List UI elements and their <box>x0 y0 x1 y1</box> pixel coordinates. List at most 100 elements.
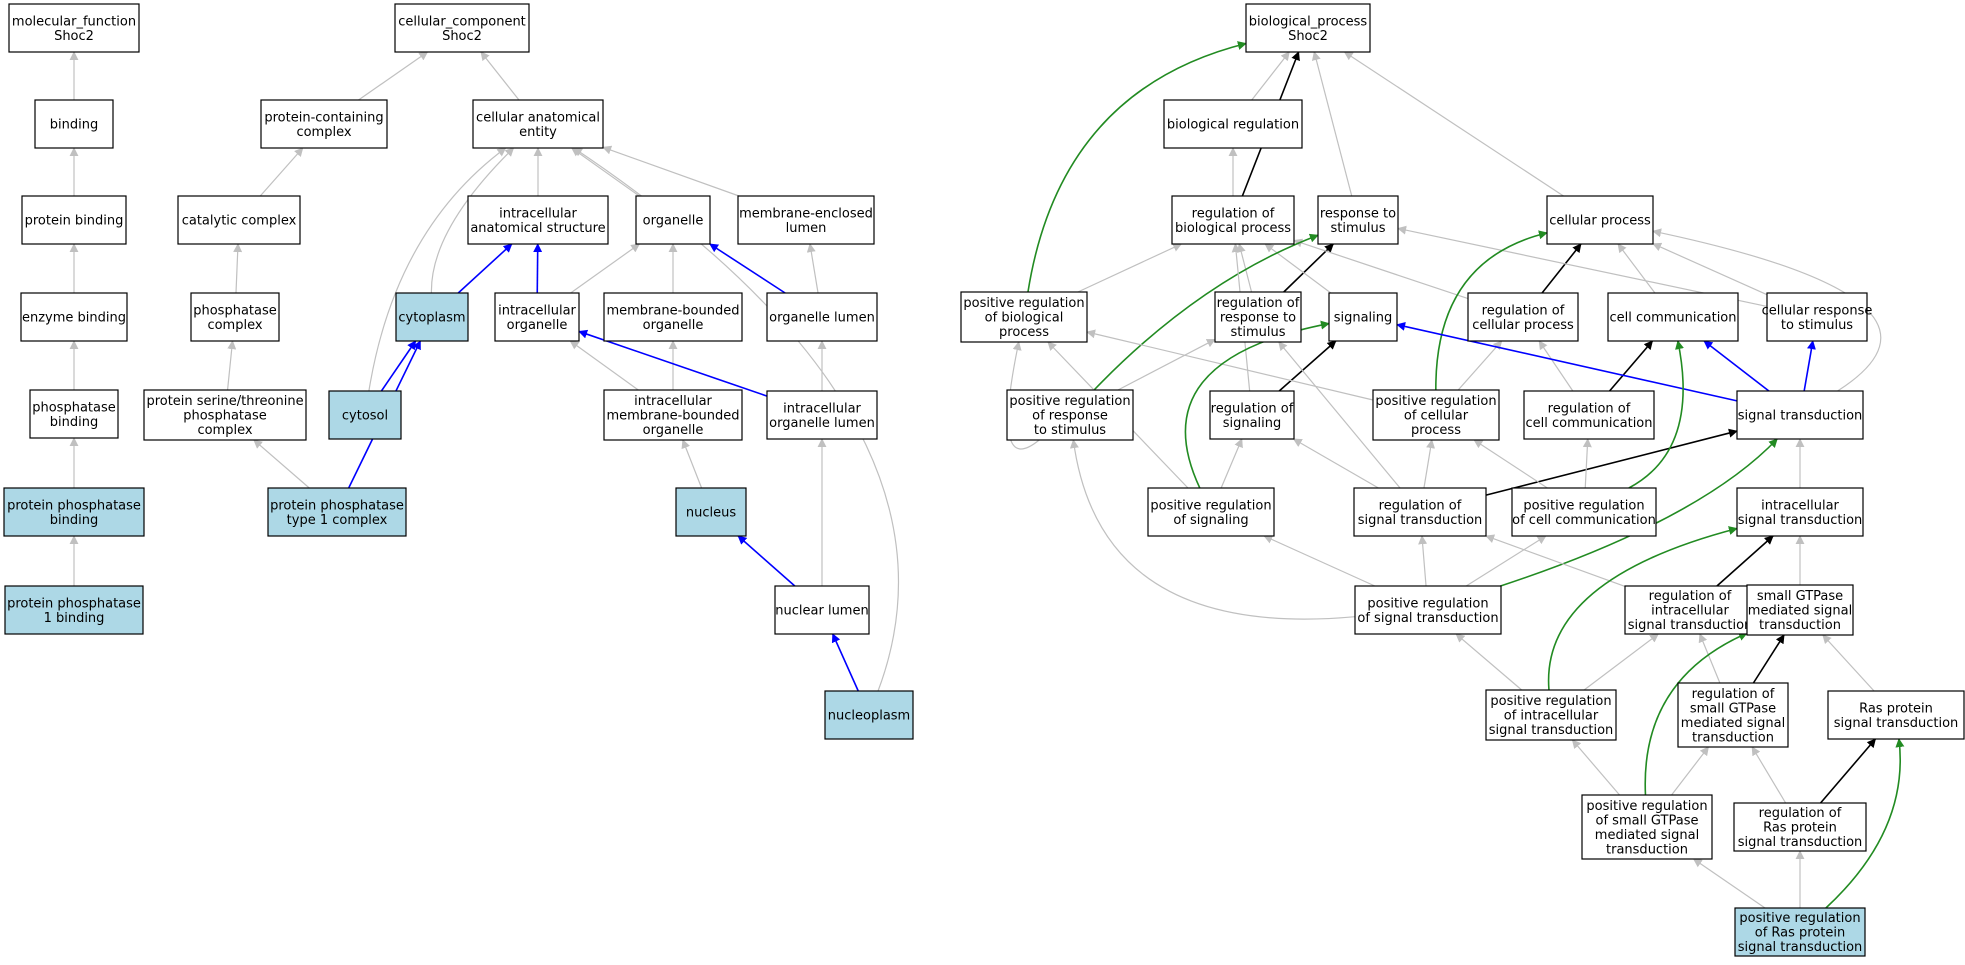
edge-regulates <box>1608 340 1654 392</box>
term-box <box>960 291 1088 343</box>
edge-is-a <box>602 145 740 197</box>
edge-is-a <box>1582 438 1592 489</box>
edge-is-a <box>430 147 515 294</box>
term-box <box>34 99 114 149</box>
term-box <box>1467 292 1579 342</box>
term-node-organelle-lumen: organelle lumen <box>766 292 878 342</box>
edge-is-a <box>1423 439 1436 489</box>
term-label-line: transduction <box>1692 730 1774 745</box>
term-label-line: regulation of <box>1192 206 1275 221</box>
term-label-line: positive regulation <box>1490 694 1611 709</box>
term-label-line: type 1 complex <box>287 513 388 528</box>
edge-is-a <box>1278 341 1401 489</box>
edge-positively-regulates <box>1547 526 1738 691</box>
term-box <box>1546 195 1654 245</box>
edge-part-of <box>831 633 859 692</box>
term-box <box>635 195 711 245</box>
term-label-line: small GTPase <box>1757 589 1843 604</box>
term-label-line: small GTPase <box>1690 701 1776 716</box>
edge-regulates <box>1278 340 1337 392</box>
term-label-line: complex <box>197 423 252 438</box>
term-label-line: nucleoplasm <box>828 709 910 724</box>
term-label-line: organelle lumen <box>769 416 875 431</box>
term-label-line: positive regulation <box>1367 596 1488 611</box>
term-box <box>1163 99 1303 149</box>
edge-is-a <box>1220 438 1243 489</box>
term-label-line: signal transduction <box>1738 513 1863 528</box>
term-label-line: signal transduction <box>1628 618 1753 633</box>
edge-part-of <box>578 329 768 397</box>
term-label-line: protein phosphatase <box>7 596 141 611</box>
term-label-line: positive regulation <box>1009 394 1130 409</box>
term-box <box>1736 390 1864 440</box>
term-label-line: signal transduction <box>1738 835 1863 850</box>
edge-is-a <box>1455 633 1523 691</box>
term-box <box>1354 585 1502 635</box>
edge-is-a <box>1292 438 1379 489</box>
term-node-cytoplasm: cytoplasm <box>395 292 469 342</box>
term-label-line: positive regulation <box>1375 394 1496 409</box>
edge-is-a <box>1117 338 1216 391</box>
edge-part-of <box>1396 322 1738 402</box>
term-label-line: regulation of <box>1211 401 1294 416</box>
term-label-line: signaling <box>1223 416 1282 431</box>
term-label-line: signal transduction <box>1489 723 1614 738</box>
term-box <box>1372 389 1500 441</box>
edge-is-a <box>570 243 641 294</box>
edge-is-a <box>1473 439 1548 489</box>
term-box <box>190 292 280 342</box>
term-label-line: of biological <box>985 311 1064 326</box>
term-label-line: positive regulation <box>963 296 1084 311</box>
term-box <box>8 3 140 53</box>
edge-is-a <box>1311 51 1353 197</box>
edge-part-of <box>533 243 543 294</box>
term-label-line: Shoc2 <box>1288 29 1328 44</box>
edge-part-of <box>380 340 417 392</box>
term-box <box>1746 584 1854 636</box>
term-label-line: of Ras protein <box>1755 926 1846 941</box>
term-box <box>394 3 530 53</box>
term-node-cell-communication: cell communication <box>1607 292 1739 342</box>
term-label-line: protein serine/threonine <box>146 394 303 409</box>
term-node-cellular-process: cellular process <box>1546 195 1654 245</box>
term-label-line: phosphatase <box>32 400 116 415</box>
term-label-line: membrane-enclosed <box>739 206 873 221</box>
term-box <box>824 690 914 740</box>
term-label-line: organelle lumen <box>769 311 875 326</box>
term-label-line: binding <box>50 118 98 133</box>
edge-is-a <box>1822 634 1875 692</box>
term-box <box>1317 195 1399 245</box>
term-box <box>1511 487 1657 537</box>
edge-is-a <box>1069 439 1356 620</box>
term-label-line: regulation of <box>1217 296 1300 311</box>
term-label-line: to stimulus <box>1034 423 1106 438</box>
term-box <box>20 292 128 342</box>
term-label-line: positive regulation <box>1523 498 1644 513</box>
term-label-line: binding <box>50 513 98 528</box>
edge-part-of <box>1803 340 1816 392</box>
term-box <box>1147 487 1275 537</box>
edge-positively-regulates <box>1435 230 1548 391</box>
edge-regulates <box>1716 535 1774 587</box>
edge-regulates <box>1485 428 1738 496</box>
term-box <box>29 389 119 439</box>
edge-regulates <box>1752 634 1785 684</box>
term-box <box>1209 390 1295 440</box>
edge-part-of <box>457 243 513 294</box>
